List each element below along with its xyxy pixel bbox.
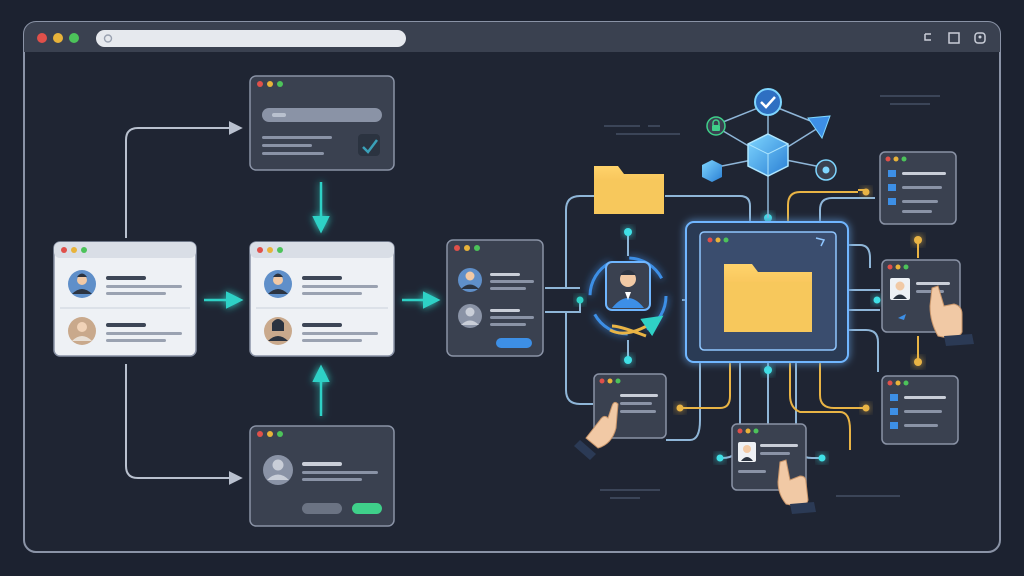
action-button[interactable] bbox=[496, 338, 532, 348]
folder-icon bbox=[724, 264, 812, 332]
sync-arrows-icon bbox=[588, 256, 668, 336]
form-card-top[interactable] bbox=[249, 75, 395, 171]
circuit-lines-gold bbox=[680, 189, 919, 450]
lock-icon bbox=[706, 116, 726, 136]
circuit-nodes bbox=[576, 188, 922, 462]
contact-list-card-small[interactable] bbox=[446, 239, 544, 357]
person-avatar-icon bbox=[68, 317, 96, 345]
person-avatar-icon bbox=[264, 317, 292, 345]
main-folder-window[interactable] bbox=[685, 221, 849, 363]
connector-group-left bbox=[125, 121, 243, 485]
decorative-dashes bbox=[600, 95, 940, 499]
contact-list-card-left[interactable] bbox=[53, 241, 197, 357]
pointing-hand-icon bbox=[574, 401, 619, 460]
share-icon[interactable] bbox=[924, 33, 931, 41]
user-sync-node[interactable] bbox=[588, 256, 668, 338]
list-card-right-bottom[interactable] bbox=[881, 375, 959, 445]
person-avatar-icon bbox=[68, 270, 96, 298]
contact-list-card-center[interactable] bbox=[249, 241, 395, 357]
search-icon bbox=[103, 34, 113, 43]
close-window-button[interactable] bbox=[37, 33, 47, 43]
small-cube-icon bbox=[702, 160, 722, 182]
person-avatar-icon bbox=[458, 268, 482, 292]
profile-icon[interactable] bbox=[974, 32, 986, 44]
connector-to-bottom-card bbox=[125, 364, 243, 485]
person-avatar-icon bbox=[612, 270, 644, 308]
connector-to-top-card bbox=[125, 121, 243, 238]
pointing-hand-icon bbox=[777, 459, 816, 514]
folder-icon bbox=[594, 166, 664, 214]
cancel-button[interactable] bbox=[302, 503, 342, 514]
cube-icon bbox=[747, 133, 789, 177]
checkmark-icon bbox=[754, 88, 782, 116]
checkbox-icon[interactable] bbox=[358, 134, 380, 156]
send-icon bbox=[807, 115, 831, 140]
person-avatar-icon bbox=[458, 304, 482, 328]
minimize-window-button[interactable] bbox=[53, 33, 63, 43]
list-card-right-top[interactable] bbox=[879, 151, 957, 225]
maximize-icon[interactable] bbox=[948, 32, 960, 44]
confirm-button[interactable] bbox=[352, 503, 382, 514]
person-avatar-icon bbox=[263, 455, 293, 485]
maximize-window-button[interactable] bbox=[69, 33, 79, 43]
profile-card-bottom[interactable] bbox=[249, 425, 395, 527]
text-input[interactable] bbox=[262, 108, 382, 122]
gear-icon bbox=[815, 159, 837, 181]
pointing-hand-icon bbox=[929, 285, 974, 346]
teal-arrows bbox=[204, 182, 441, 416]
person-avatar-icon bbox=[264, 270, 292, 298]
address-bar[interactable] bbox=[96, 30, 406, 47]
